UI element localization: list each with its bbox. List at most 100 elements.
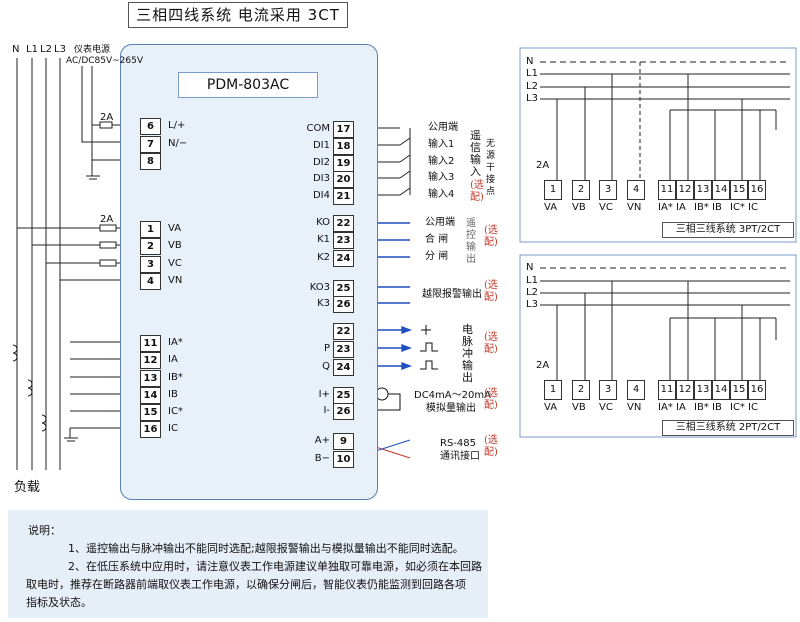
terminal-left-label: VC — [168, 258, 182, 269]
option-tag: (选配) — [484, 332, 498, 355]
rs485-label: RS-485 — [440, 438, 476, 449]
sub-terminal-label: IC — [748, 202, 758, 213]
terminal-right-label: DI3 — [312, 173, 330, 184]
alarm-label: 越限报警输出 — [422, 289, 482, 300]
sub-terminal-label: VA — [544, 402, 558, 413]
terminal-right: 22 — [333, 215, 354, 232]
terminal-right-label: Q — [322, 361, 330, 372]
note-2-end: 指标及状态。 — [26, 596, 92, 609]
sub-line-l3: L3 — [526, 299, 538, 310]
sub-terminal-label: IB — [712, 402, 722, 413]
terminal-left-label: VA — [168, 223, 182, 234]
di-note: 无源干接点 — [486, 139, 496, 197]
sub-terminal-label: VC — [599, 202, 613, 213]
terminal-left: 16 — [140, 421, 161, 438]
power-label: 仪表电源 — [74, 45, 111, 55]
terminal-right: 25 — [333, 387, 354, 404]
sub-terminal: 12 — [676, 380, 694, 400]
rc-label: 公用端 — [425, 217, 455, 228]
sub-line-l1: L1 — [526, 275, 538, 286]
line-l1: L1 — [26, 44, 38, 55]
sub-fuse: 2A — [536, 160, 550, 171]
sub-terminal: 3 — [599, 380, 617, 400]
terminal-right-label: B− — [314, 453, 330, 464]
di-label: 输入2 — [428, 156, 455, 167]
sub-terminal: 16 — [748, 380, 766, 400]
meter-body — [120, 44, 378, 500]
sub-terminal: 2 — [572, 180, 590, 200]
terminal-left: 3 — [140, 256, 161, 273]
terminal-right: 19 — [333, 155, 354, 172]
load-label: 负载 — [14, 480, 41, 495]
sub-terminal-label: IC* — [730, 202, 745, 213]
terminal-right: 24 — [333, 359, 354, 376]
sub-terminal-label: VA — [544, 202, 558, 213]
power-range: AC/DC85V~265V — [66, 56, 144, 66]
sub-terminal-label: IC* — [730, 402, 745, 413]
terminal-right: 20 — [333, 171, 354, 188]
terminal-right: 26 — [333, 296, 354, 313]
di-label: 输入1 — [428, 139, 455, 150]
sub1-caption: 三相三线系统 3PT/2CT — [662, 222, 794, 238]
terminal-right: 21 — [333, 188, 354, 205]
terminal-right-label: K3 — [317, 298, 330, 309]
pulse-group: 电脉冲输出 — [462, 323, 473, 384]
sub-terminal: 13 — [694, 380, 712, 400]
terminal-right: 9 — [333, 433, 354, 450]
sub-line-n: N — [526, 262, 534, 273]
terminal-left-label: IC — [168, 423, 178, 434]
sub-terminal-label: IA — [676, 202, 686, 213]
terminal-left: 11 — [140, 335, 161, 352]
terminal-right-label: DI1 — [312, 140, 330, 151]
terminal-right: 10 — [333, 451, 354, 468]
note-1: 1、遥控输出与脉冲输出不能同时选配;越限报警输出与模拟量输出不能同时选配。 — [68, 542, 464, 555]
terminal-left: 7 — [140, 136, 161, 153]
sub-line-n: N — [526, 56, 534, 67]
terminal-right-label: DI4 — [312, 190, 330, 201]
terminal-right-label: DI2 — [312, 157, 330, 168]
terminal-left-label: VB — [168, 240, 182, 251]
terminal-right: 22 — [333, 323, 354, 340]
sub-terminal: 16 — [748, 180, 766, 200]
meter-model: PDM-803AC — [178, 72, 318, 98]
sub-line-l3: L3 — [526, 93, 538, 104]
sub-fuse: 2A — [536, 360, 550, 371]
terminal-right: 23 — [333, 341, 354, 358]
terminal-left-label: L/+ — [168, 120, 186, 131]
terminal-left-label: IB — [168, 389, 178, 400]
notes-panel: 说明： 1、遥控输出与脉冲输出不能同时选配;越限报警输出与模拟量输出不能同时选配… — [8, 510, 488, 618]
sub-terminal: 1 — [544, 380, 562, 400]
terminal-left: 4 — [140, 273, 161, 290]
sub-terminal-label: VN — [627, 202, 642, 213]
line-l3: L3 — [54, 44, 66, 55]
terminal-right: 24 — [333, 250, 354, 267]
sub-terminal: 3 — [599, 180, 617, 200]
terminal-right: 23 — [333, 232, 354, 249]
terminal-right-label: I- — [323, 405, 330, 416]
sub-terminal: 15 — [730, 380, 748, 400]
terminal-left: 2 — [140, 238, 161, 255]
rc-group: 遥控输出 — [466, 218, 476, 265]
terminal-left: 1 — [140, 221, 161, 238]
sub-terminal: 13 — [694, 180, 712, 200]
di-group: 遥信输入 — [470, 129, 481, 178]
rc-label: 合 闸 — [425, 234, 449, 245]
terminal-left: 14 — [140, 387, 161, 404]
sub-terminal: 14 — [712, 380, 730, 400]
terminal-right-label: A+ — [314, 435, 330, 446]
sub-terminal: 14 — [712, 180, 730, 200]
sub-terminal-label: IB* — [694, 402, 709, 413]
sub-terminal-label: IA — [676, 402, 686, 413]
note-2: 2、在低压系统中应用时，请注意仪表工作电源建议单独取可靠电源，如必须在本回路 — [68, 560, 482, 573]
diagram-title: 三相四线系统 电流采用 3CT — [128, 2, 348, 28]
terminal-right-label: COM — [306, 123, 330, 134]
terminal-left-label: N/− — [168, 138, 188, 149]
sub-terminal-label: IB* — [694, 202, 709, 213]
fuse-label: 2A — [100, 112, 114, 123]
line-n: N — [12, 44, 20, 55]
terminal-right-label: K2 — [317, 252, 330, 263]
terminal-right: 25 — [333, 280, 354, 297]
analog-label: 模拟量输出 — [426, 403, 476, 414]
analog-range: DC4mA～20mA — [414, 390, 491, 401]
terminal-left: 12 — [140, 352, 161, 369]
